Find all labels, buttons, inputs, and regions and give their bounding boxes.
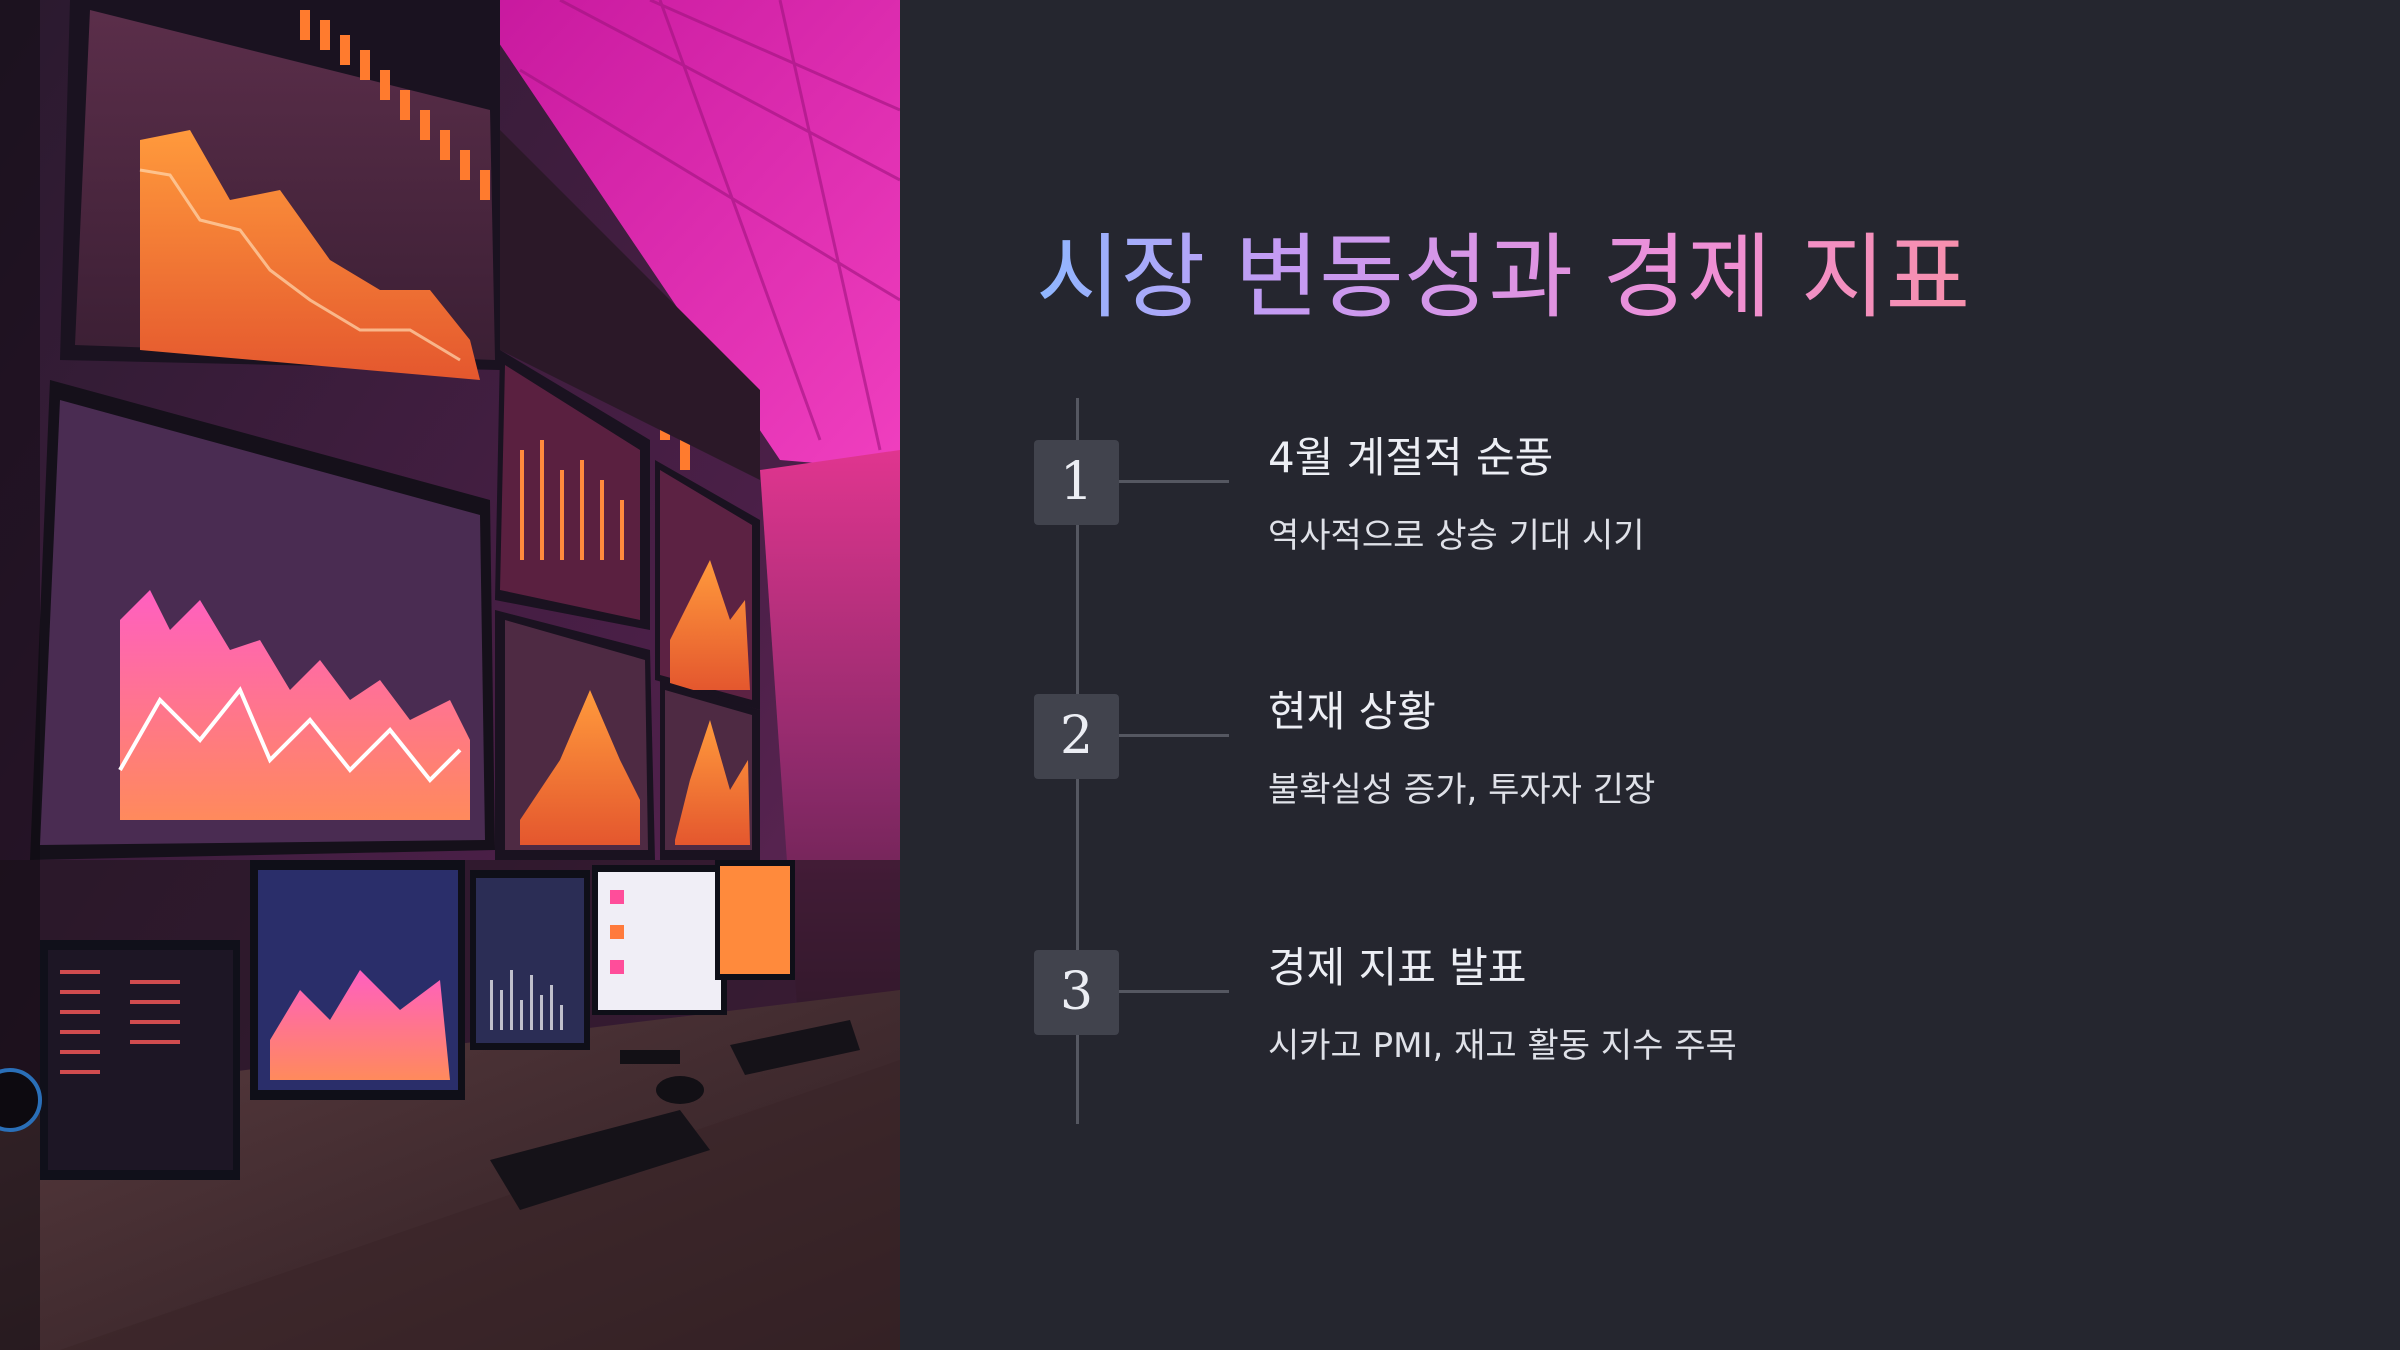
- step-title: 4월 계절적 순풍: [1268, 433, 1554, 482]
- step-number-badge: 2: [1034, 694, 1119, 779]
- step-description: 역사적으로 상승 기대 시기: [1268, 516, 1645, 556]
- timeline-step-3: 3 경제 지표 발표 시카고 PMI, 재고 활동 지수 주목: [1034, 943, 2334, 1090]
- slide-title: 시장 변동성과 경제 지표: [1036, 218, 2236, 338]
- step-number-badge: 1: [1034, 440, 1119, 525]
- step-description: 불확실성 증가, 투자자 긴장: [1268, 770, 1656, 810]
- step-connector: [1119, 990, 1229, 993]
- step-connector: [1119, 734, 1229, 737]
- step-title: 경제 지표 발표: [1268, 943, 1527, 992]
- trading-room-photo: [0, 0, 900, 1350]
- step-number-badge: 3: [1034, 950, 1119, 1035]
- timeline-step-2: 2 현재 상황 불확실성 증가, 투자자 긴장: [1034, 687, 2334, 834]
- step-title: 현재 상황: [1268, 687, 1436, 736]
- step-description: 시카고 PMI, 재고 활동 지수 주목: [1268, 1026, 1737, 1066]
- timeline-step-1: 1 4월 계절적 순풍 역사적으로 상승 기대 시기: [1034, 433, 2334, 580]
- step-connector: [1119, 480, 1229, 483]
